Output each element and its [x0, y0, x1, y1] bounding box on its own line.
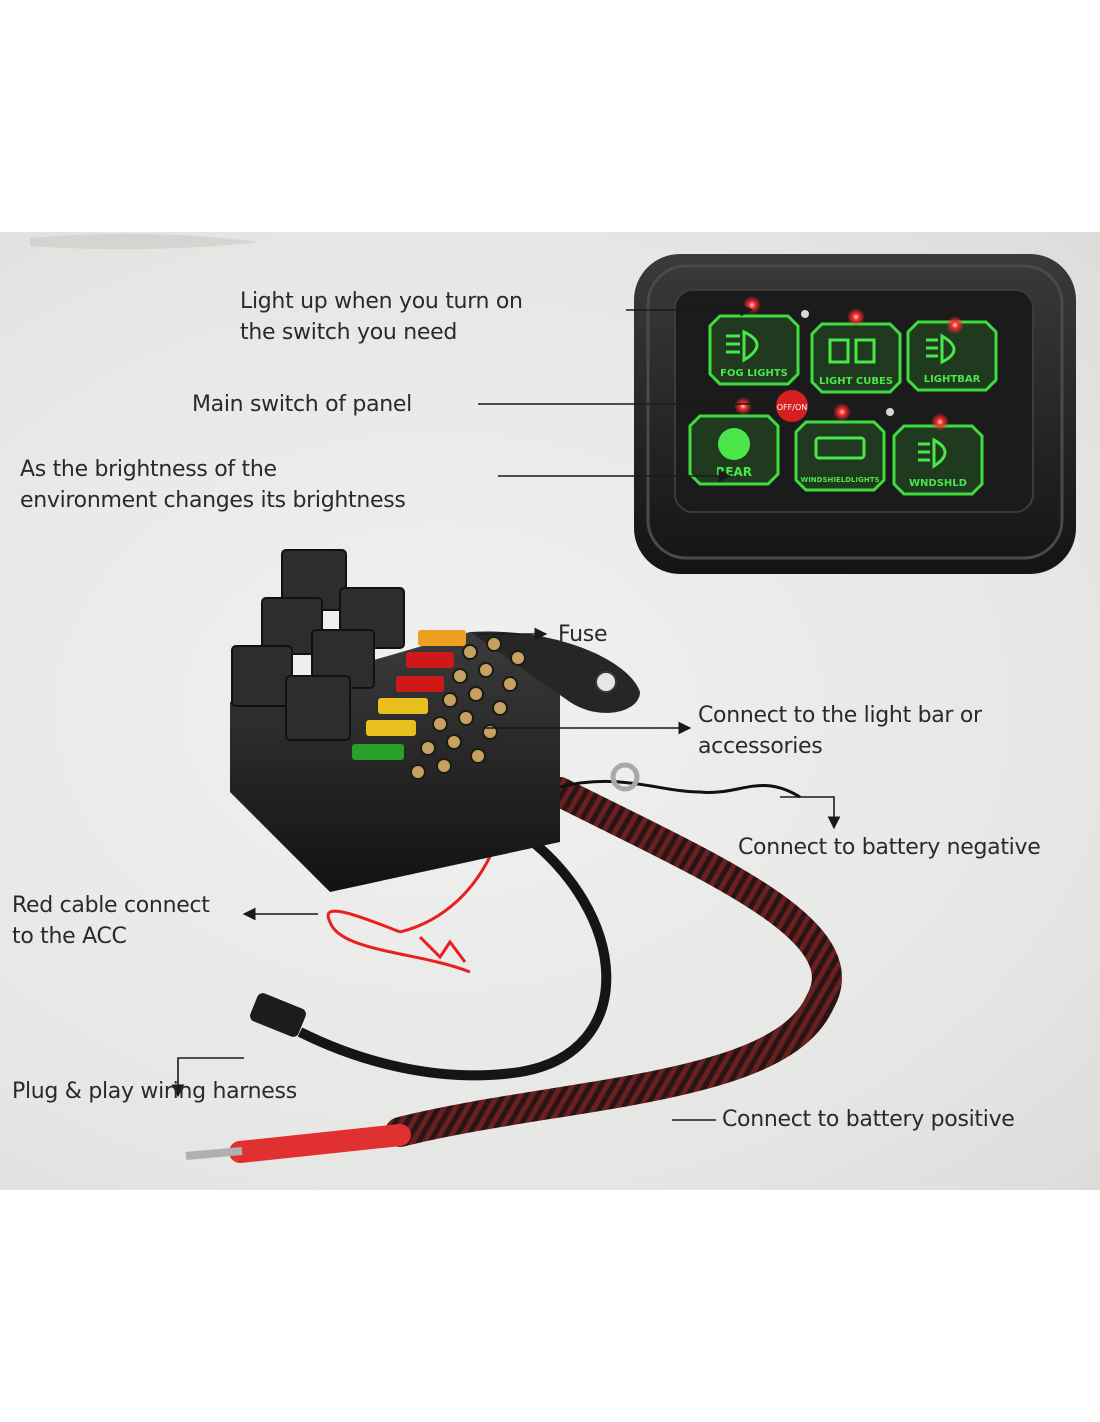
relays	[231, 549, 405, 741]
product-diagram: FOG LIGHTS LIGHT CUBES LIGHTBAR REAR	[0, 232, 1100, 1190]
callout-line: environment changes its brightness	[20, 488, 406, 513]
diagram-graphics: FOG LIGHTS LIGHT CUBES LIGHTBAR REAR	[30, 233, 1076, 1163]
braided-harness	[385, 777, 842, 1147]
lightbar-icon	[926, 333, 956, 365]
mounting-bracket	[470, 631, 640, 713]
fuse-relay-box	[230, 549, 640, 892]
callout-battery-positive: Connect to battery positive	[722, 1107, 1015, 1132]
fog-light-icon	[726, 329, 759, 363]
callout-line: the switch you need	[240, 320, 458, 345]
positive-terminal	[229, 1124, 411, 1163]
button-label: WNDSHLD	[909, 478, 967, 489]
callout-line: Connect to the light bar or	[698, 703, 982, 728]
callout-light-up: Light up when you turn on the switch you…	[240, 286, 523, 348]
fuses	[352, 630, 466, 760]
callout-line: to the ACC	[12, 924, 127, 949]
button-label: WINDSHIELDLIGHTS	[800, 476, 879, 484]
rear-icon	[718, 428, 750, 460]
output-sockets	[410, 636, 526, 780]
callout-connect-light-bar: Connect to the light bar or accessories	[698, 700, 982, 762]
button-rear: REAR	[688, 414, 780, 486]
callout-brightness: As the brightness of the environment cha…	[20, 454, 406, 516]
callout-fuse: Fuse	[558, 622, 608, 647]
connector-plug	[250, 993, 306, 1037]
main-switch-label: OFF/ON	[777, 403, 807, 412]
main-switch: OFF/ON	[776, 390, 808, 422]
button-windshield-lights: WINDSHIELDLIGHTS	[794, 420, 886, 492]
light-cubes-icon	[828, 338, 876, 364]
terminal-tip	[185, 1147, 243, 1160]
callout-line: accessories	[698, 734, 823, 759]
leader-lines	[171, 303, 841, 1121]
callout-line: Red cable connect	[12, 893, 210, 918]
windshield-icon	[814, 436, 866, 460]
ring-terminal	[610, 762, 640, 792]
button-label: LIGHT CUBES	[819, 376, 893, 387]
callout-plug-play: Plug & play wiring harness	[12, 1079, 297, 1104]
button-label: LIGHTBAR	[924, 374, 981, 385]
button-lightbar: LIGHTBAR	[906, 320, 998, 392]
button-fog-lights: FOG LIGHTS	[708, 314, 800, 386]
button-label: FOG LIGHTS	[720, 368, 788, 379]
cables	[185, 762, 842, 1163]
callout-line: Light up when you turn on	[240, 289, 523, 314]
button-wndshld: WNDSHLD	[892, 424, 984, 496]
black-cable	[297, 827, 612, 1081]
wndshld-icon	[918, 437, 947, 469]
callout-line: As the brightness of the	[20, 457, 277, 482]
switch-panel: FOG LIGHTS LIGHT CUBES LIGHTBAR REAR	[634, 254, 1076, 574]
button-label: REAR	[716, 465, 752, 479]
negative-wire	[559, 779, 801, 799]
callout-battery-negative: Connect to battery negative	[738, 835, 1041, 860]
button-light-cubes: LIGHT CUBES	[810, 322, 902, 394]
callout-main-switch: Main switch of panel	[192, 392, 412, 417]
callout-red-cable: Red cable connect to the ACC	[12, 890, 210, 952]
background-smudge	[30, 233, 260, 250]
